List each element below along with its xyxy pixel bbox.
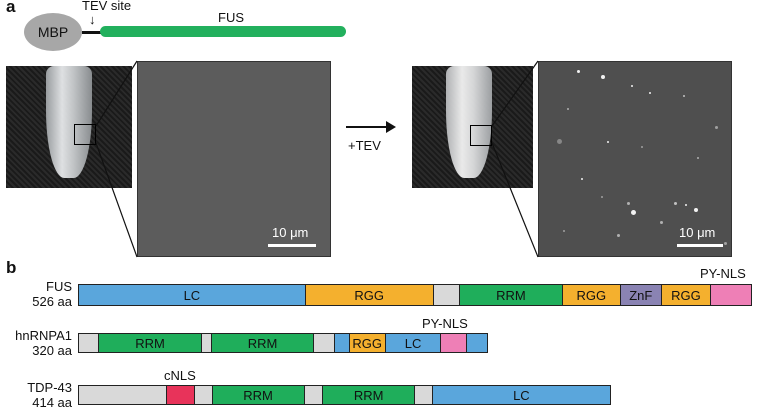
domain-segment [333,333,350,353]
tev-site-label: TEV site [82,0,132,13]
domain-segment [78,385,168,405]
domain-segment [303,385,324,405]
protein-name-1: hnRNPA1 [15,328,72,343]
fus-label: FUS [218,10,244,25]
protein-name-0: FUS [46,279,72,294]
zoom-box [470,125,492,146]
domain-segment: LC [78,284,306,306]
domain-segment: RRM [322,385,416,405]
tev-site-arrow-icon: ↓ [89,12,96,27]
protein-length-0: 526 aa [32,294,72,309]
scale-bar-label: 10 μm [679,225,716,240]
mbp-label: MBP [37,24,69,40]
domain-segment [440,333,467,353]
panel-a-label: a [6,0,16,16]
domain-segment [313,333,335,353]
domain-segment [78,333,100,353]
fus-bar [100,26,346,37]
tube-photo-after [412,66,533,188]
protein-length-2: 414 aa [32,395,72,410]
domain-segment [709,284,752,306]
tev-arrow [346,126,388,128]
domain-segment [414,385,433,405]
domain-segment [465,333,488,353]
domain-segment: ZnF [619,284,662,306]
domain-segment [432,284,460,306]
domain-segment: RRM [210,333,315,353]
protein-name-2: TDP-43 [27,380,72,395]
domain-segment: RRM [98,333,202,353]
panel-b-label: b [6,258,17,277]
tube-photo-before [6,66,132,188]
domain-segment: LC [384,333,442,353]
domain-segment [166,385,195,405]
scale-bar [677,244,723,247]
mbp-domain: MBP [24,13,82,51]
micrograph-before: 10 μm [137,61,331,257]
domain-segment: RRM [458,284,563,306]
domain-segment: RGG [348,333,386,353]
nls-annotation: PY-NLS [422,316,468,331]
nls-annotation: PY-NLS [700,266,746,281]
scale-bar-label: 10 μm [272,225,309,240]
nls-annotation: cNLS [164,368,196,383]
tev-linker [82,31,104,34]
domain-segment: RGG [660,284,711,306]
zoom-box [74,124,96,145]
protein-length-1: 320 aa [32,343,72,358]
micrograph-after: 10 μm [538,61,732,257]
domain-segment [193,385,213,405]
domain-segment: LC [431,385,611,405]
scale-bar [268,244,316,247]
tev-treatment-label: +TEV [348,138,381,153]
domain-segment: RGG [304,284,434,306]
arrow-head-icon [386,121,396,133]
domain-segment: RRM [211,385,305,405]
domain-segment: RGG [561,284,621,306]
